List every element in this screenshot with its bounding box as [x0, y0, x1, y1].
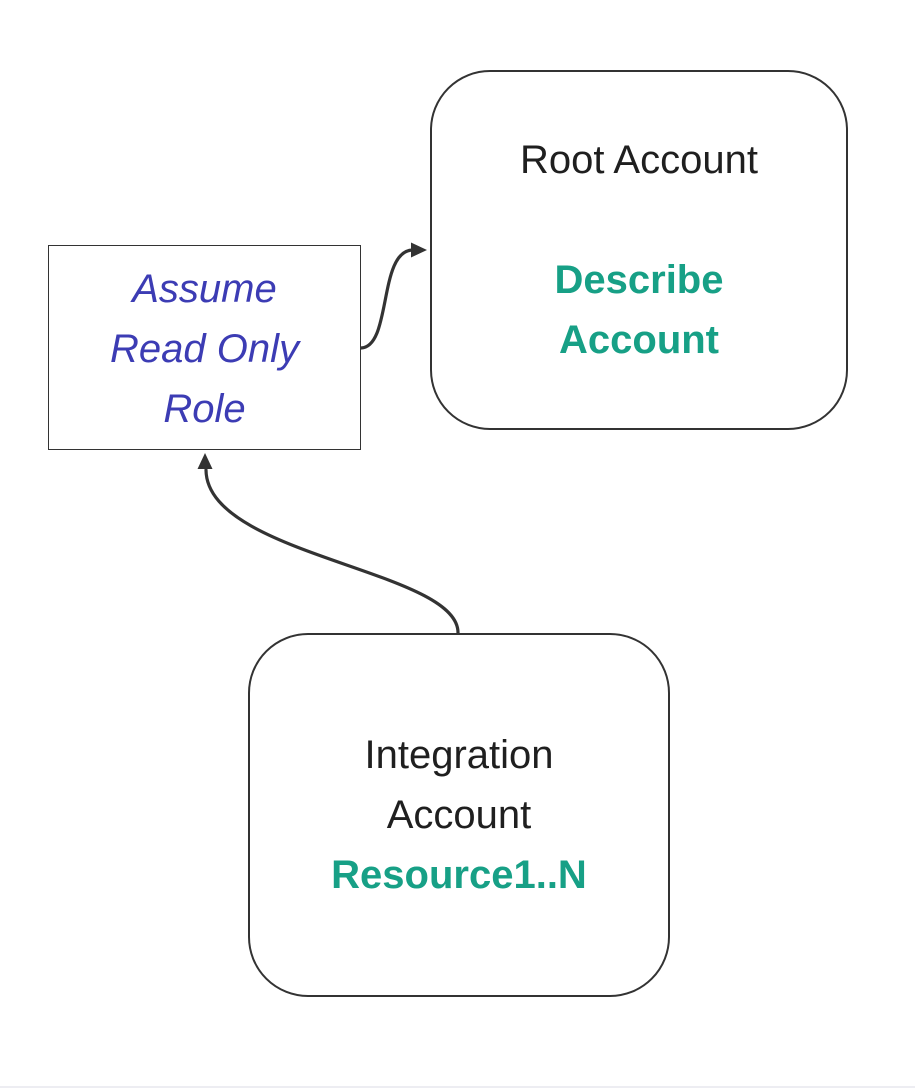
integration-account-node: Integration Account Resource1..N	[248, 633, 670, 997]
bottom-divider	[0, 1086, 915, 1088]
assume-role-line-1: Assume	[132, 267, 277, 311]
integration-account-resource-label: Resource1..N	[331, 853, 587, 897]
assume-role-node: Assume Read Only Role	[48, 245, 361, 450]
integration-account-title-line-2: Account	[386, 793, 532, 837]
spacer	[432, 190, 846, 250]
assume-role-line-3: Role	[163, 387, 246, 431]
root-account-action-line-2: Account	[559, 318, 719, 362]
integration-account-title-line-1: Integration	[364, 733, 554, 777]
arrowhead-up-icon	[197, 453, 213, 469]
root-account-title: Root Account	[520, 138, 758, 182]
arrowhead-right-icon	[411, 242, 427, 258]
root-account-node: Root Account Describe Account	[430, 70, 848, 430]
edge-assume-to-root	[359, 248, 415, 350]
assume-role-line-2: Read Only	[110, 327, 299, 371]
root-account-action-line-1: Describe	[554, 258, 724, 302]
edge-integration-to-assume	[204, 468, 460, 635]
